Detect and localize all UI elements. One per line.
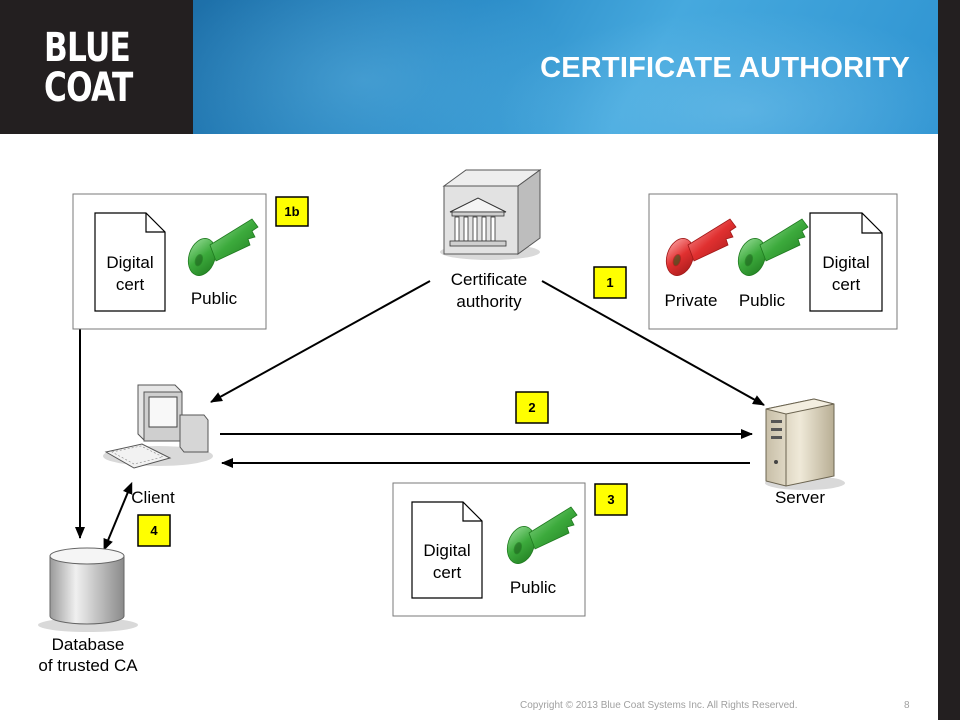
box-1b-doc-line2: cert xyxy=(116,275,145,294)
badge-1 xyxy=(593,266,627,299)
server-tower-icon xyxy=(765,398,845,490)
server-label: Server xyxy=(775,488,825,507)
ca-label-line1: Certificate xyxy=(451,270,528,289)
page-number: 8 xyxy=(904,700,910,711)
box-3-doc-line2: cert xyxy=(433,563,462,582)
database-cylinder-icon xyxy=(38,547,138,632)
logo-line-1: BLUE xyxy=(44,25,131,71)
badge-3 xyxy=(594,483,628,516)
digital-cert-doc-icon xyxy=(809,212,883,312)
page-title: CERTIFICATE AUTHORITY xyxy=(540,52,910,84)
box-1b-key-label: Public xyxy=(191,289,238,308)
copyright-footer: Copyright © 2013 Blue Coat Systems Inc. … xyxy=(520,700,798,711)
digital-cert-doc-icon xyxy=(411,501,483,599)
box-1-doc-line2: cert xyxy=(832,275,861,294)
badge-1b-label: 1b xyxy=(284,204,299,219)
certificate-authority-building-icon xyxy=(440,169,542,260)
digital-cert-doc-icon xyxy=(94,212,166,312)
logo-line-2: COAT xyxy=(44,65,133,111)
database-label-line2: of trusted CA xyxy=(38,656,138,675)
badge-1b xyxy=(275,196,309,227)
client-computer-icon xyxy=(103,384,213,469)
box-3-doc-line1: Digital xyxy=(423,541,470,560)
badge-3-label: 3 xyxy=(607,492,614,507)
badge-4 xyxy=(137,514,171,547)
box-1b-doc-line1: Digital xyxy=(106,253,153,272)
client-label: Client xyxy=(131,488,175,507)
header-banner xyxy=(193,0,938,134)
badge-4-label: 4 xyxy=(150,523,158,538)
box-1-doc-line1: Digital xyxy=(822,253,869,272)
blue-coat-logo: BLUE COAT xyxy=(44,28,157,108)
badge-2 xyxy=(515,391,549,424)
badge-1-label: 1 xyxy=(606,275,613,290)
database-label-line1: Database xyxy=(52,635,125,654)
badge-2-label: 2 xyxy=(528,400,535,415)
box-1-public-label: Public xyxy=(739,291,786,310)
arrow-client-database xyxy=(103,481,133,551)
right-edge-bar xyxy=(938,0,960,720)
logo-block: BLUE COAT xyxy=(0,0,193,134)
ca-label-line2: authority xyxy=(456,292,522,311)
box-1-private-label: Private xyxy=(665,291,718,310)
arrow-ca-to-client xyxy=(210,280,431,403)
box-3-key-label: Public xyxy=(510,578,557,597)
arrow-ca-to-server xyxy=(541,280,765,406)
